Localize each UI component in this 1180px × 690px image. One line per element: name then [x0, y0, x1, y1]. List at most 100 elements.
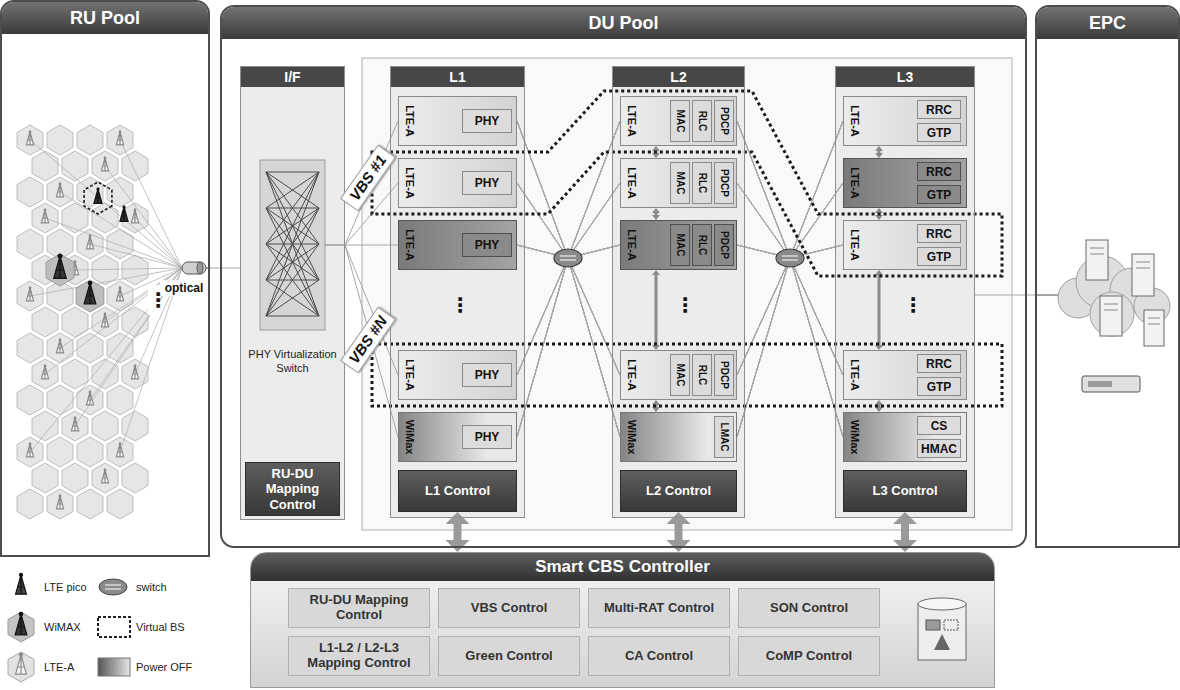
- node-label: RLC: [693, 163, 711, 203]
- wimax-cell: [46, 254, 74, 286]
- connector: [737, 121, 843, 437]
- cell-hexagon: [62, 151, 88, 181]
- node-label: RU Pool: [2, 2, 208, 34]
- control-box: L1 Control: [398, 470, 517, 512]
- column-fill: [390, 66, 525, 518]
- rat-row-off: WiMaxLMAC: [620, 412, 737, 462]
- column-fill: [835, 66, 975, 518]
- legend-label: WiMAX: [44, 620, 81, 634]
- legend-pico: [16, 575, 27, 594]
- matrix-wire: [266, 208, 319, 316]
- switch-symbol: [776, 249, 804, 267]
- node-label: PDCP: [715, 225, 733, 265]
- node-label: LTE-A: [622, 221, 642, 269]
- legend-icon: [8, 652, 34, 682]
- node-label: LTE-A: [845, 97, 865, 145]
- interface-column: I/FPHY Virtualization SwitchRU-DU Mappin…: [240, 66, 345, 520]
- virtual-bs-outline: [372, 344, 1002, 406]
- node-label: WiMax: [622, 413, 642, 461]
- function-box: MAC: [670, 354, 690, 396]
- matrix-wire: [266, 316, 319, 317]
- lte-a-tower: [74, 417, 77, 420]
- connector: [737, 121, 843, 258]
- wimax-tower: [88, 281, 93, 286]
- function-box-off: PHY: [462, 233, 512, 257]
- ellipsis-mark: ⋮: [903, 290, 917, 320]
- node-label: PHY: [463, 234, 511, 256]
- cell-hexagon: [47, 229, 73, 259]
- connector: [517, 183, 620, 258]
- connector: [210, 268, 240, 269]
- pool-panel: EPC: [1035, 5, 1180, 548]
- control-function: L1-L2 / L2-L3 Mapping Control: [288, 636, 430, 676]
- cell-hexagon: [122, 463, 148, 493]
- cell-hexagon: [17, 281, 43, 311]
- legend-icon: [8, 612, 34, 642]
- cell-hexagon: [47, 333, 73, 363]
- legend-label: Virtual BS: [136, 620, 185, 634]
- connector: [655, 213, 658, 215]
- lte-a-tower: [26, 132, 33, 145]
- lte-a-tower: [86, 236, 93, 249]
- rat-row-off: WiMaxCSHMAC: [843, 412, 967, 462]
- node-label: MAC: [671, 225, 689, 265]
- legend-icon: [99, 579, 127, 595]
- function-box: PDCP: [714, 100, 734, 142]
- cell-hexagon: [17, 125, 43, 155]
- node-label: LTE-A: [845, 159, 865, 207]
- switch-symbol: [554, 249, 582, 267]
- cell-hexagon: [17, 333, 43, 363]
- cell-hexagon: [77, 281, 103, 311]
- function-box: PDCP: [714, 162, 734, 204]
- connector: [737, 121, 843, 258]
- wimax-cell: [76, 280, 104, 312]
- matrix-wire: [266, 172, 319, 244]
- node-label: PHY: [463, 110, 511, 132]
- node-label: LTE-A: [845, 221, 865, 269]
- legend-power-off: [98, 658, 130, 676]
- lte-a-tower: [116, 132, 123, 145]
- node-label: RLC: [693, 225, 711, 265]
- function-box: RRC: [917, 100, 961, 119]
- lte-a-tower: [119, 443, 122, 446]
- lte-a-tower: [101, 470, 108, 483]
- legend-switch: [99, 579, 127, 595]
- node-label: LTE-A: [622, 351, 642, 399]
- node-label: PHY Virtualization Switch: [244, 347, 341, 393]
- legend-lte-a: [16, 655, 27, 674]
- node-label: Green Control: [439, 637, 579, 675]
- cell-hexagon: [92, 151, 118, 181]
- lte-a-tower: [71, 418, 78, 431]
- ellipsis-mark: ⋮: [675, 290, 689, 320]
- cell-hexagon: [92, 307, 118, 337]
- rat-row: LTE-AMACRLCPDCP: [620, 350, 737, 400]
- connector: [737, 183, 843, 375]
- node-label: EPC: [1037, 7, 1178, 39]
- node-label: SON Control: [739, 589, 879, 627]
- node-label: L2 Control: [621, 471, 736, 511]
- database-item: [944, 620, 958, 630]
- connector: [517, 258, 620, 437]
- lte-a-tower: [134, 209, 137, 212]
- matrix-wire: [266, 172, 319, 173]
- node-label: L1-L2 / L2-L3 Mapping Control: [289, 637, 429, 675]
- cell-hexagon: [122, 359, 148, 389]
- virtual-bs-outline: [372, 91, 1002, 276]
- matrix-wire: [325, 245, 345, 246]
- connector: [517, 258, 620, 375]
- rat-row: LTE-ARRCGTP: [843, 96, 967, 146]
- function-box-off: RRC: [917, 162, 961, 181]
- cell-hexagon: [47, 125, 73, 155]
- optical-connector: [197, 262, 203, 274]
- rat-row: LTE-APHY: [398, 158, 517, 208]
- cell-hexagon: [47, 437, 73, 467]
- node-label: GTP: [918, 186, 960, 203]
- epc-router: [1082, 376, 1140, 392]
- lte-a-tower: [101, 158, 108, 171]
- connector: [675, 524, 683, 540]
- control-function: Multi-RAT Control: [588, 588, 730, 628]
- lte-a-tower: [26, 288, 33, 301]
- connector: [737, 245, 843, 437]
- connector: [655, 275, 658, 345]
